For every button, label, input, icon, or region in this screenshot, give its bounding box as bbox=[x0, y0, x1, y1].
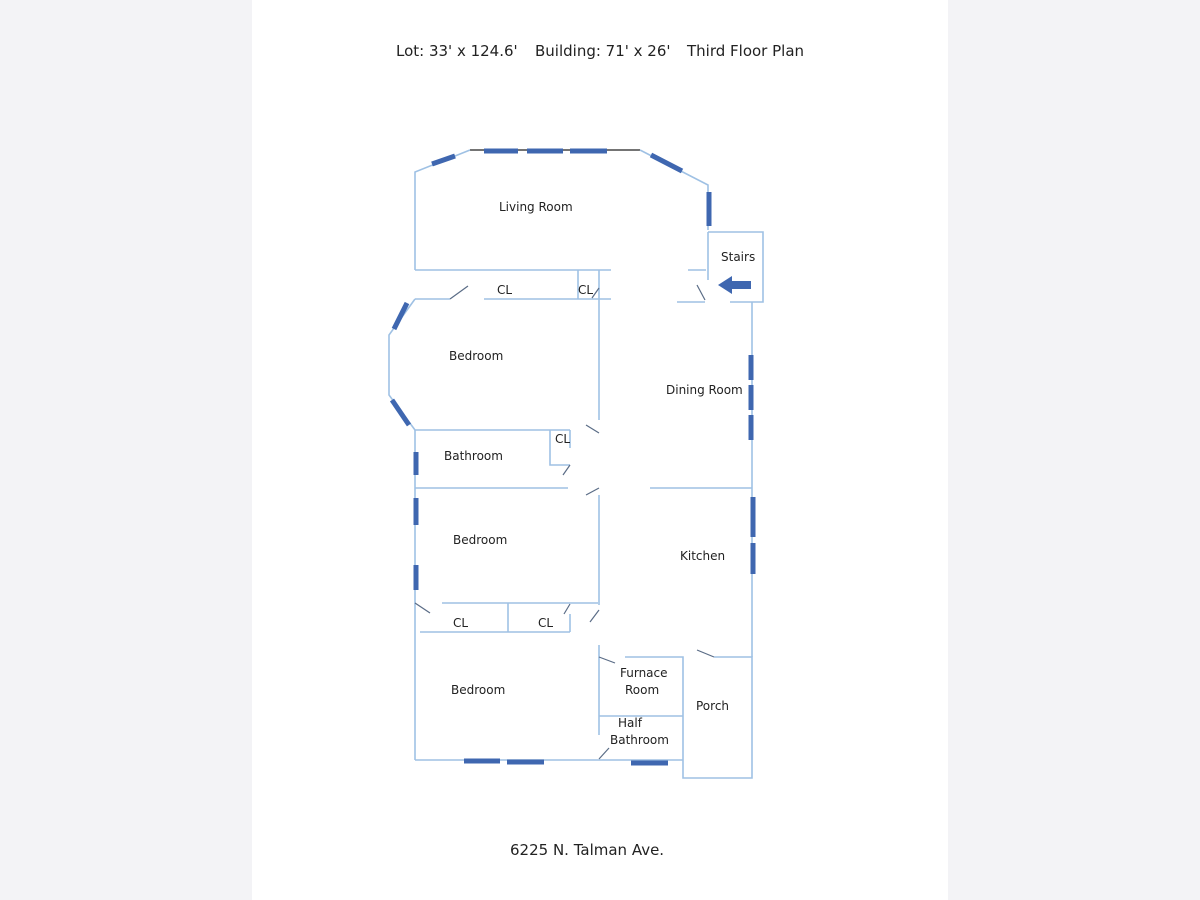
walls bbox=[388, 149, 764, 779]
bedroom-label: Bedroom bbox=[449, 349, 503, 363]
stairs-label: Stairs bbox=[721, 250, 755, 264]
address: 6225 N. Talman Ave. bbox=[510, 841, 664, 859]
furnace-room-label: Room bbox=[625, 683, 659, 697]
living-room-label: Living Room bbox=[499, 200, 573, 214]
lot-size: Lot: 33' x 124.6' bbox=[396, 42, 518, 60]
half-bath-label: Bathroom bbox=[610, 733, 669, 747]
dining-room-label: Dining Room bbox=[666, 383, 743, 397]
stairs-arrow-icon bbox=[718, 276, 751, 294]
building-size: Building: 71' x 26' bbox=[535, 42, 671, 60]
closet-label: CL bbox=[497, 283, 512, 297]
closet-label: CL bbox=[453, 616, 468, 630]
half-bath-label: Half bbox=[618, 716, 643, 730]
porch-label: Porch bbox=[696, 699, 729, 713]
windows bbox=[389, 148, 756, 766]
room-labels: Living Room Stairs CL CL Bedroom Dining … bbox=[444, 200, 755, 747]
plan-title: Third Floor Plan bbox=[686, 42, 804, 60]
closet-label: CL bbox=[555, 432, 570, 446]
closet-label: CL bbox=[578, 283, 593, 297]
bedroom-label: Bedroom bbox=[451, 683, 505, 697]
furnace-room-label: Furnace bbox=[620, 666, 668, 680]
bathroom-label: Bathroom bbox=[444, 449, 503, 463]
kitchen-label: Kitchen bbox=[680, 549, 725, 563]
bedroom-label: Bedroom bbox=[453, 533, 507, 547]
doors bbox=[414, 284, 715, 760]
closet-label: CL bbox=[538, 616, 553, 630]
